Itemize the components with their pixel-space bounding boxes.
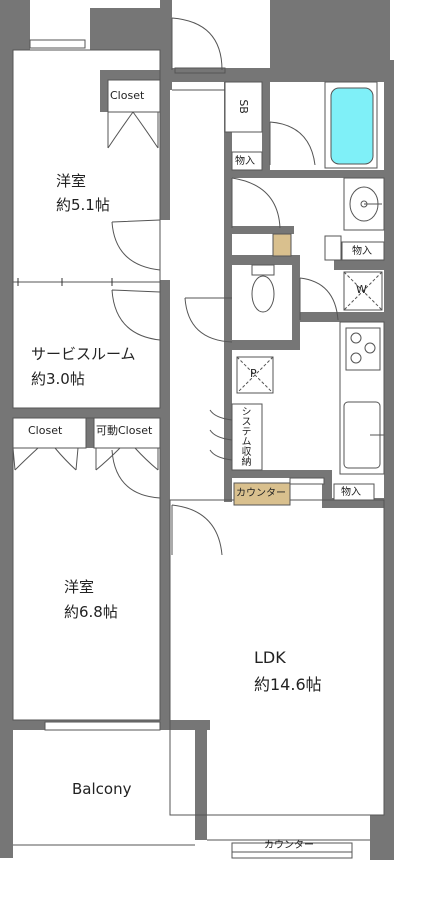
room-ldk-name: LDK [254, 648, 286, 667]
storage-label-2: 物入 [352, 246, 372, 257]
closet-doors [12, 79, 161, 471]
counter-block [272, 233, 292, 257]
doors [111, 17, 339, 556]
windows [29, 39, 353, 859]
counter-hall [233, 482, 291, 506]
storage-label-1: 物入 [235, 156, 255, 167]
washer-pan [343, 271, 383, 311]
toilet [251, 264, 275, 313]
room-balcony-name: Balcony [72, 780, 132, 798]
room-western-top-size: 約5.1帖 [56, 196, 110, 214]
storage-boxes [231, 151, 385, 501]
closet-movable-label: 可動Closet [96, 424, 153, 437]
washbasin [343, 177, 385, 231]
counter-hall-label: カウンター [236, 488, 286, 499]
washer-label: W [356, 283, 367, 296]
room-western-bottom-size: 約6.8帖 [64, 603, 118, 621]
walls [0, 0, 394, 860]
kitchen [339, 321, 385, 475]
counter-bottom [231, 842, 353, 853]
pipe-space-label: P [250, 367, 257, 380]
shoe-box [224, 81, 263, 133]
storage-label-3: 物入 [341, 487, 361, 498]
system-storage [209, 403, 263, 471]
shoe-box-label: SB [236, 99, 250, 114]
pipe-space [236, 356, 274, 394]
room-western-top-name: 洋室 [56, 172, 87, 190]
room-service-size: 約3.0帖 [31, 370, 85, 388]
room-ldk-size: 約14.6帖 [254, 675, 322, 694]
bathtub [324, 81, 378, 169]
room-service-name: サービスルーム [31, 345, 136, 363]
divider-markers [17, 278, 113, 286]
counter-bottom-label: カウンター [264, 840, 314, 851]
closet-left-label: Closet [28, 424, 63, 437]
system-storage-label: システム収納 [239, 406, 250, 466]
closet-top-label: Closet [110, 89, 145, 102]
room-western-bottom-name: 洋室 [64, 578, 95, 596]
